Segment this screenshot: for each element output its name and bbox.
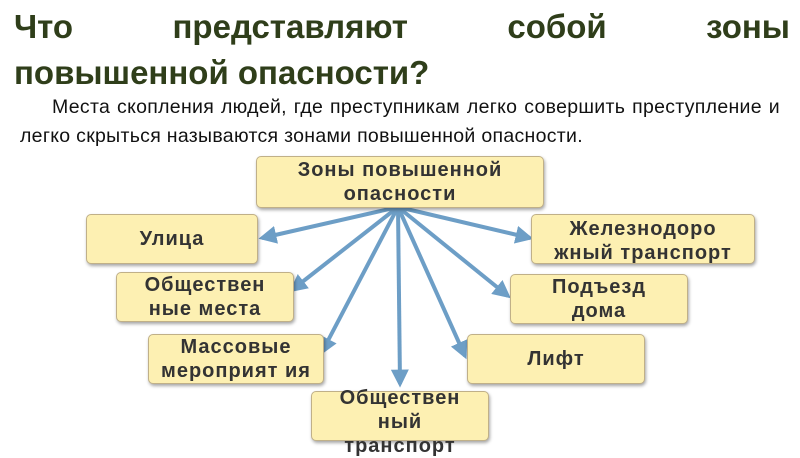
node-public-transport: Обществен ный транспорт — [311, 387, 489, 457]
arrow-to-street — [258, 205, 399, 244]
node-label: Подъезд дома — [551, 276, 647, 322]
node-public-places: Обществен ные места — [116, 272, 294, 322]
definition-text: Места скопления людей, где преступникам … — [20, 96, 780, 147]
node-elevator: Лифт — [467, 334, 645, 384]
node-entrance: Подъезд дома — [510, 274, 688, 324]
node-label: Обществен ные места — [144, 274, 266, 320]
title-line-2: повышенной опасности? — [14, 54, 430, 91]
center-label: Зоны повышенной опасности — [297, 159, 503, 205]
title-word: Что — [14, 8, 74, 45]
center-box: Зоны повышенной опасности — [256, 156, 544, 208]
node-railway-transport: Железнодоро жный транспорт — [531, 214, 755, 264]
node-street: Улица — [86, 214, 258, 264]
node-label: Обществен ный транспорт — [339, 387, 461, 457]
title-word: зоны — [706, 8, 790, 45]
node-label: Лифт — [527, 348, 585, 370]
arrow-to-railway — [397, 205, 534, 244]
arrow-to-public-transport — [390, 206, 409, 388]
arrow-to-mass-events — [320, 206, 400, 356]
node-label: Улица — [139, 228, 205, 250]
node-label: Железнодоро жный транспорт — [554, 218, 732, 264]
title-word: представляют — [172, 8, 408, 45]
title-line-1: Что представляют собой зоны — [14, 4, 790, 50]
definition-paragraph: Места скопления людей, где преступникам … — [20, 93, 780, 151]
node-mass-events: Массовые мероприят ия — [148, 334, 324, 384]
arrow-to-public-places — [289, 205, 400, 293]
arrow-to-elevator — [396, 206, 468, 360]
slide-title: Что представляют собой зоны повышенной о… — [14, 4, 790, 96]
node-label: Массовые мероприят ия — [161, 336, 311, 382]
title-word: собой — [507, 8, 607, 45]
arrow-to-entrance — [396, 205, 511, 299]
